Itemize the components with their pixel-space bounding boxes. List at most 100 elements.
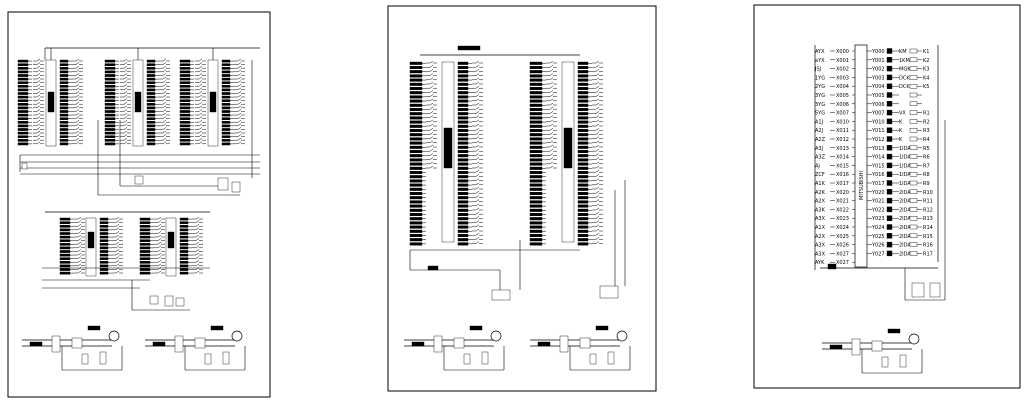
wire xyxy=(198,91,203,94)
rung-block xyxy=(139,250,151,253)
wire xyxy=(595,190,600,194)
wire xyxy=(475,60,480,64)
x-input-label: X007 xyxy=(836,111,849,117)
right-label: K3 xyxy=(923,67,929,73)
rung-block xyxy=(457,128,469,133)
rung-block xyxy=(179,228,189,232)
terminal-label: A3X xyxy=(815,216,826,222)
rung-block xyxy=(529,212,543,217)
rung-block xyxy=(577,70,589,74)
rung-block xyxy=(179,221,189,225)
coil-box xyxy=(909,233,918,239)
rung-block xyxy=(221,113,231,117)
rung-block xyxy=(179,128,191,131)
rung-block xyxy=(179,63,191,67)
rung-block xyxy=(409,128,423,133)
rung-block xyxy=(104,131,116,135)
y-output-label: Y004 xyxy=(871,84,885,90)
wire xyxy=(115,256,120,259)
wire xyxy=(429,81,434,85)
rung-block xyxy=(457,217,469,221)
wire xyxy=(36,58,41,62)
rung-block xyxy=(409,103,423,107)
rung-block xyxy=(104,124,116,128)
wire xyxy=(36,119,41,123)
contactor xyxy=(51,335,61,353)
coil-label: 2IDA xyxy=(899,234,911,240)
wire xyxy=(123,105,128,109)
rung-block xyxy=(529,187,543,191)
wire xyxy=(115,231,120,234)
rung-block xyxy=(529,99,543,103)
rung-block xyxy=(59,232,71,235)
relay xyxy=(607,351,615,365)
x-input-label: X011 xyxy=(836,128,849,134)
wire xyxy=(75,137,80,141)
wire xyxy=(195,238,200,241)
right-label: K1 xyxy=(923,49,929,55)
wire xyxy=(162,76,167,80)
rung-block xyxy=(577,65,589,70)
contactor xyxy=(851,338,861,356)
wire xyxy=(195,259,200,263)
wire xyxy=(475,190,480,194)
rung-block xyxy=(146,95,156,99)
coil-box xyxy=(909,180,918,186)
rung-block xyxy=(577,74,589,78)
y-output-label: Y022 xyxy=(871,207,885,213)
rung-block xyxy=(529,145,543,149)
rung-block xyxy=(99,235,109,239)
wire xyxy=(475,90,480,93)
x-input-label: X002 xyxy=(836,67,849,73)
rung-block xyxy=(457,103,469,107)
wire xyxy=(162,58,167,62)
rung-block xyxy=(457,238,469,242)
rung-block xyxy=(104,135,116,139)
rung-block xyxy=(457,149,469,154)
coil-label: VX xyxy=(899,111,906,117)
wire xyxy=(36,141,41,145)
y-output-label: Y013 xyxy=(871,146,885,152)
rung-block xyxy=(104,102,116,106)
terminal-label: A1K xyxy=(815,181,826,187)
wire xyxy=(237,137,242,141)
terminal-label: 1YG xyxy=(815,75,825,81)
rung-block xyxy=(179,77,191,81)
wire xyxy=(549,77,554,81)
rung-block xyxy=(17,99,29,103)
rung-block xyxy=(529,70,543,74)
coil-box xyxy=(909,75,918,80)
relay xyxy=(911,282,925,298)
wire xyxy=(123,98,128,101)
fuse xyxy=(21,162,28,170)
wire xyxy=(595,203,600,207)
x-input-label: X025 xyxy=(836,234,849,240)
wire xyxy=(123,127,128,130)
wire xyxy=(237,62,242,65)
right-label: R15 xyxy=(923,234,933,240)
wire xyxy=(429,60,434,64)
coil-box xyxy=(909,215,918,221)
wire xyxy=(75,94,80,98)
coil-box xyxy=(909,251,918,256)
wire xyxy=(237,58,242,62)
wire xyxy=(429,69,434,72)
wire xyxy=(162,101,167,105)
wire xyxy=(77,220,82,223)
rung-block xyxy=(409,166,423,170)
rung-block xyxy=(146,138,156,142)
y-output-label: Y001 xyxy=(871,58,885,64)
wire xyxy=(237,105,242,109)
rung-block xyxy=(59,242,71,246)
label-block xyxy=(595,325,609,331)
rung-block xyxy=(17,81,29,85)
rung-block xyxy=(409,149,423,154)
wire xyxy=(77,241,82,245)
rung-block xyxy=(221,110,231,113)
wire xyxy=(162,83,167,87)
right-label: R3 xyxy=(923,128,930,134)
wire xyxy=(77,231,82,234)
rung-block xyxy=(409,212,423,217)
rung-block xyxy=(221,117,231,121)
terminal-label: AJ xyxy=(815,163,820,169)
